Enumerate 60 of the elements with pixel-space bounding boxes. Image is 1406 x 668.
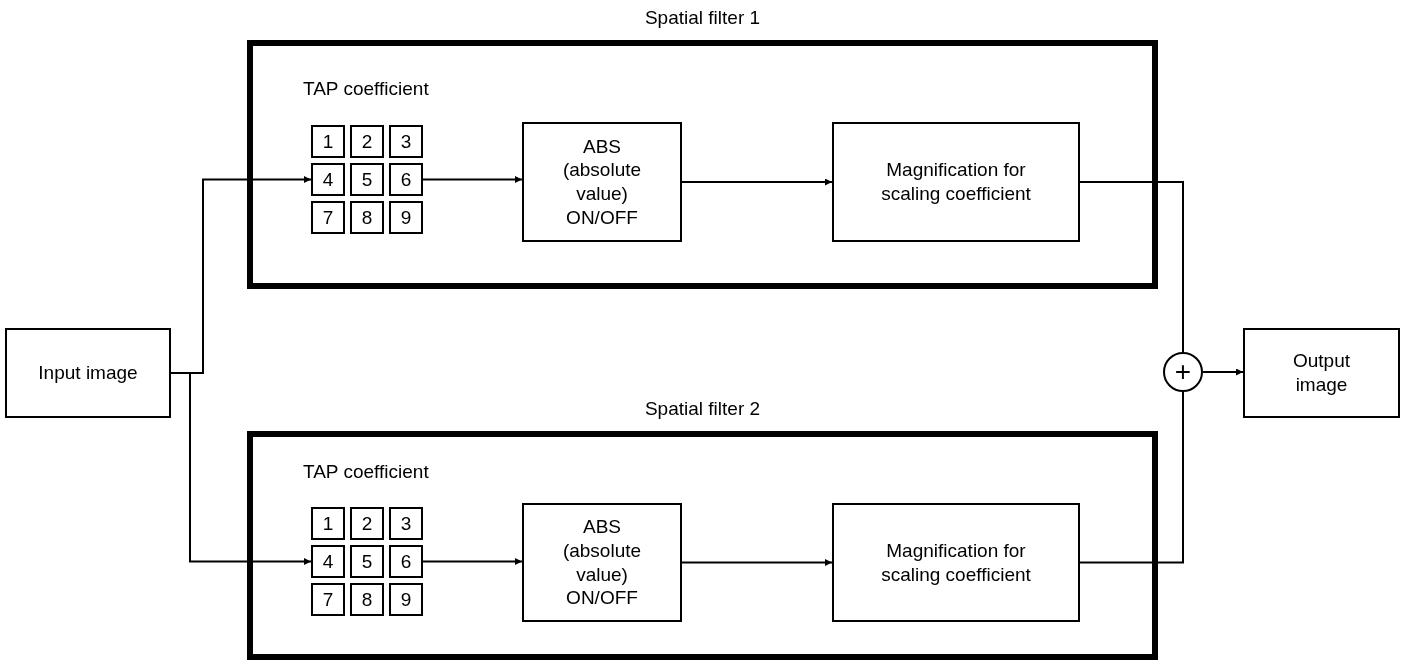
process-box — [522, 503, 682, 622]
connector-arrow — [422, 558, 523, 565]
tap-cell — [350, 163, 384, 196]
node-text: 7 — [322, 587, 334, 612]
node-text: 1 — [322, 129, 334, 154]
node-text: + — [1174, 358, 1192, 386]
process-box — [522, 122, 682, 242]
tap-cell — [311, 545, 345, 578]
node-text: Magnification for scaling coefficient — [880, 538, 1032, 587]
connector-arrow — [422, 176, 523, 183]
connector-arrow — [681, 559, 833, 566]
node-text: 9 — [400, 205, 412, 230]
tap-cell — [350, 507, 384, 540]
summing-circle — [1163, 352, 1203, 392]
node-text: 8 — [361, 205, 373, 230]
node-text: 5 — [361, 167, 373, 192]
process-box — [1243, 328, 1400, 418]
connector-arrow — [170, 372, 312, 565]
tap-cell — [311, 125, 345, 158]
node-text: 3 — [400, 129, 412, 154]
tap-cell — [311, 583, 345, 616]
node-text: Magnification for scaling coefficient — [880, 158, 1032, 206]
node-text: 6 — [400, 167, 412, 192]
tap-cell — [389, 545, 423, 578]
tap-cell — [350, 583, 384, 616]
connector-arrow — [1202, 368, 1244, 376]
node-text: ABS (absolute value) ON/OFF — [561, 515, 643, 610]
process-box — [832, 122, 1080, 242]
process-box — [5, 328, 171, 418]
tap-cell — [311, 201, 345, 234]
grid-caption: TAP coefficient — [303, 461, 429, 483]
tap-cell — [311, 163, 345, 196]
node-text: ABS (absolute value) ON/OFF — [561, 134, 643, 230]
tap-cell — [389, 201, 423, 234]
filter-heading: Spatial filter 2 — [643, 397, 762, 421]
filter-heading: Spatial filter 1 — [643, 6, 762, 30]
tap-cell — [389, 163, 423, 196]
connector-arrow — [681, 178, 833, 186]
node-text: 2 — [361, 129, 373, 154]
tap-cell — [311, 507, 345, 540]
tap-cell — [350, 201, 384, 234]
node-text: 1 — [322, 511, 334, 536]
node-text: Input image — [38, 361, 138, 385]
tap-cell — [350, 545, 384, 578]
process-box — [832, 503, 1080, 622]
node-text: 7 — [322, 205, 334, 230]
node-text: Output image — [1291, 349, 1351, 397]
node-text: 4 — [322, 167, 334, 192]
node-text: 6 — [400, 549, 412, 574]
tap-cell — [389, 583, 423, 616]
node-text: 4 — [322, 549, 334, 574]
node-text: 3 — [400, 511, 412, 536]
tap-cell — [389, 507, 423, 540]
node-text: 8 — [361, 587, 373, 612]
tap-cell — [350, 125, 384, 158]
node-text: 5 — [361, 549, 373, 574]
node-text: 2 — [361, 511, 373, 536]
grid-caption: TAP coefficient — [303, 78, 429, 100]
node-text: 9 — [400, 587, 412, 612]
tap-cell — [389, 125, 423, 158]
